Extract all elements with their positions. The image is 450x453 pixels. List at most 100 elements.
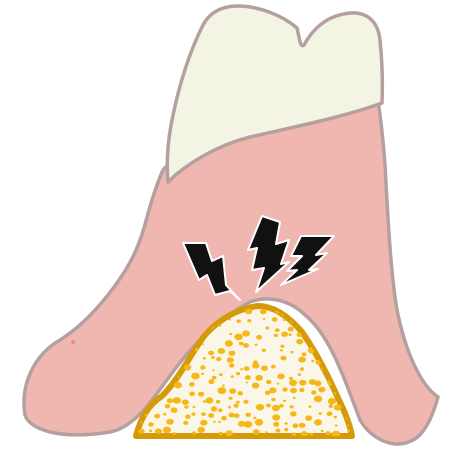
abscess-dot [212,376,217,380]
abscess-dot [201,343,204,345]
abscess-dot [200,365,205,369]
abscess-dot [183,421,188,425]
abscess-dot [273,422,279,427]
abscess-dot [208,413,214,418]
abscess-dot [266,380,272,384]
abscess-dot [266,327,270,330]
abscess-dot [260,309,267,314]
abscess-dot [261,366,268,371]
abscess-dot [231,375,234,378]
abscess-dot [219,325,222,327]
abscess-dot [265,431,268,433]
abscess-dot [229,413,235,418]
abscess-dot [184,405,189,409]
abscess-dot [189,382,195,387]
abscess-dot [191,373,200,380]
abscess-dot [253,429,260,435]
abscess-dot [171,407,178,413]
abscess-dot [218,408,223,412]
abscess-dot [266,404,271,408]
abscess-dot [256,404,264,411]
abscess-dot [310,433,313,436]
abscess-dot [272,405,280,411]
abscess-dot [283,400,286,402]
abscess-dot [279,404,284,408]
abscess-dot [193,406,196,408]
abscess-dot [229,397,233,400]
abscess-dot [245,375,251,380]
abscess-dot [311,360,314,362]
abscess-dot [185,415,190,419]
abscess-dot [298,357,306,363]
abscess-dot [149,430,152,433]
abscess-dot [212,369,215,371]
abscess-dot [229,388,236,394]
abscess-dot [244,421,253,428]
abscess-dot [255,419,263,426]
abscess-dot [155,428,162,434]
abscess-dot [302,352,307,356]
abscess-dot [280,349,283,351]
abscess-dot [239,342,244,346]
abscess-dot [243,343,249,348]
abscess-dot [289,333,292,336]
abscess-dot [300,367,304,370]
abscess-dot [272,317,278,322]
abscess-dot [191,412,195,415]
abscess-dot [221,416,227,421]
abscess-dot [347,406,350,409]
abscess-dot [290,388,297,394]
abscess-dot [277,374,284,380]
abscess-dot [288,327,294,332]
gum-speck [71,340,75,344]
abscess-dot [208,351,214,356]
abscess-dot [211,406,217,411]
abscess-dot [328,398,336,405]
abscess-dot [280,345,284,348]
abscess-dot [298,373,301,376]
abscess-dot [138,429,144,434]
abscess-dot [218,421,221,423]
abscess-dot [173,397,181,404]
abscess-dot [296,339,303,345]
abscess-dot [290,405,294,408]
abscess-dot [208,379,214,384]
abscess-dot [328,361,332,364]
abscess-dot [246,382,248,384]
abscess-dot [225,430,232,436]
abscess-dot [218,348,226,354]
abscess-dot [234,404,239,408]
abscess-dot [163,427,171,434]
abscess-dot [253,417,256,420]
abscess-dot [222,384,225,386]
abscess-dot [203,400,206,402]
abscess-dot [335,382,340,386]
abscess-dot [240,368,243,370]
abscess-dot [229,351,236,356]
abscess-dot [336,376,340,379]
abscess-dot [301,431,308,437]
abscess-dot [311,390,316,394]
abscess-dot [293,397,296,399]
abscess-dot [284,428,288,431]
abscess-dot [148,422,154,426]
abscess-dot [335,424,338,426]
abscess-dot [252,363,259,369]
abscess-dot [276,429,281,433]
abscess-dot [290,411,297,416]
abscess-dot [329,404,334,408]
abscess-dot [282,387,287,391]
abscess-dot [255,344,258,346]
abscess-dot [297,333,303,337]
abscess-dot [219,432,224,436]
abscess-dot [200,420,207,426]
abscess-dot [275,328,280,332]
abscess-dot [274,334,278,337]
abscess-dot [342,392,347,396]
abscess-dot [165,404,171,408]
abscess-dot [236,372,240,375]
abscess-dot [299,388,304,392]
abscess-dot [289,380,297,386]
abscess-dot [285,422,288,425]
